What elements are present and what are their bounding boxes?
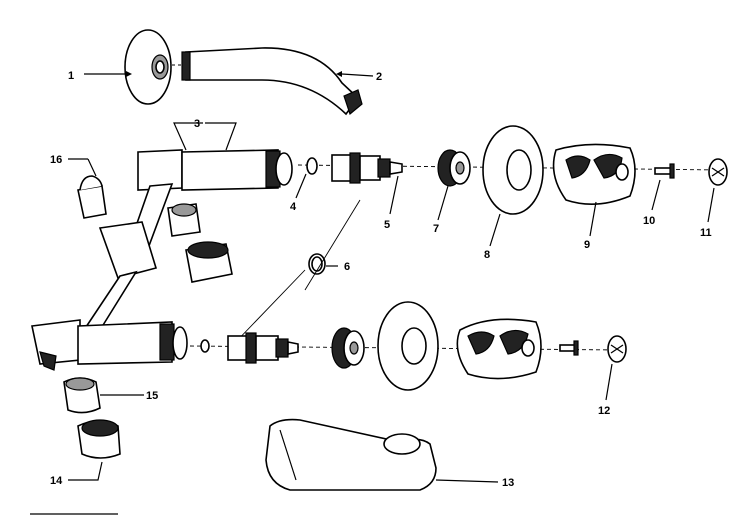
label-12: 12: [598, 405, 610, 417]
callout-leaders: [68, 71, 715, 483]
center-lines: [160, 64, 721, 351]
lower-screw: [559, 340, 579, 356]
label-1: 1: [68, 70, 74, 82]
part-12-index-button: [607, 335, 627, 363]
part-6-o-ring: [229, 199, 361, 349]
label-15: 15: [146, 390, 158, 402]
label-10: 10: [643, 215, 655, 227]
lower-washer: [200, 339, 210, 353]
part-10-screw: [654, 163, 675, 179]
label-11: 11: [700, 227, 712, 239]
label-9: 9: [584, 239, 590, 251]
part-7-bonnet-nut: [437, 149, 471, 187]
label-16: 16: [50, 154, 62, 166]
label-7: 7: [433, 223, 439, 235]
part-14-nut: [77, 419, 121, 459]
part-labels: 1 2 3 16 4 5 7 8 9 10 11 6 15 12 13 14: [50, 70, 712, 489]
lower-bonnet-nut: [331, 327, 365, 369]
part-2-shower-arm: [181, 47, 363, 116]
lower-handle: [456, 318, 542, 380]
label-2: 2: [376, 71, 382, 83]
part-4-washer: [306, 157, 318, 175]
part-8-escutcheon: [482, 125, 544, 215]
part-9-handle: [552, 143, 636, 205]
part-16-cap: [77, 175, 107, 219]
part-11-index-button: [708, 158, 728, 186]
label-13: 13: [502, 477, 514, 489]
lower-escutcheon: [377, 301, 439, 391]
label-14: 14: [50, 475, 63, 487]
label-3: 3: [194, 118, 200, 130]
valve-body: [31, 149, 293, 371]
part-15-adapter: [63, 377, 101, 414]
upper-nuts: [167, 203, 233, 283]
label-5: 5: [384, 219, 390, 231]
part-1-shower-flange: [124, 29, 172, 105]
lower-cartridge-stem: [227, 332, 299, 364]
part-13-tub-spout: [265, 418, 437, 491]
part-5-cartridge-stem: [331, 152, 403, 184]
label-6: 6: [344, 261, 350, 273]
label-4: 4: [290, 201, 297, 213]
label-8: 8: [484, 249, 490, 261]
